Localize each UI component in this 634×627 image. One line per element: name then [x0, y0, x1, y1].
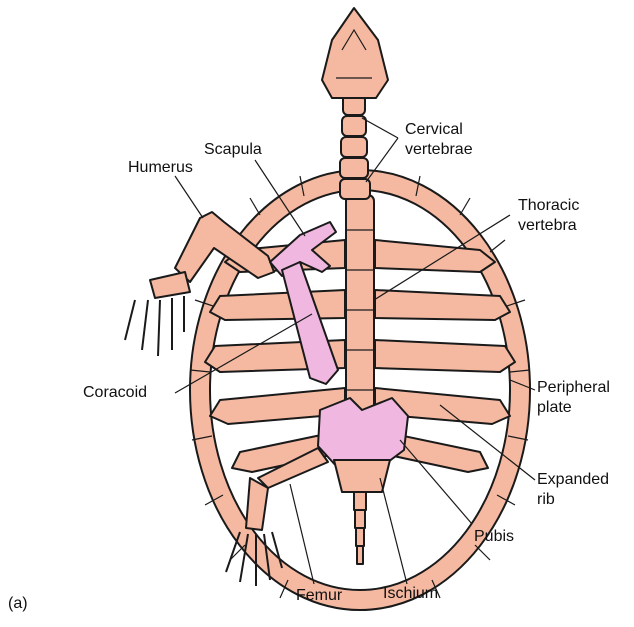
rib-right-3: [375, 340, 515, 372]
panel-label: (a): [8, 595, 28, 612]
label-coracoid: Coracoid: [83, 384, 147, 401]
label-scapula: Scapula: [204, 141, 262, 158]
label-thoracic: Thoracic vertebra: [518, 197, 579, 234]
svg-text:Expanded: Expanded: [537, 471, 609, 488]
label-humerus: Humerus: [128, 159, 193, 176]
svg-text:vertebrae: vertebrae: [405, 141, 473, 158]
label-peripheral: Peripheral plate: [537, 379, 610, 416]
leader-cervical: [362, 118, 398, 138]
cervical-vertebrae: [340, 95, 370, 199]
ischium: [334, 460, 390, 492]
label-femur: Femur: [296, 587, 343, 604]
label-expanded-rib: Expanded rib: [537, 471, 609, 508]
hand-bones: [125, 272, 190, 356]
svg-text:plate: plate: [537, 399, 572, 416]
label-pubis: Pubis: [474, 528, 514, 545]
label-cervical: Cervical vertebrae: [405, 121, 473, 158]
svg-text:vertebra: vertebra: [518, 217, 577, 234]
svg-text:Thoracic: Thoracic: [518, 197, 579, 214]
leader-humerus: [175, 176, 203, 218]
label-ischium: Ischium: [383, 585, 438, 602]
skull: [322, 8, 388, 98]
svg-text:Cervical: Cervical: [405, 121, 463, 138]
svg-text:Peripheral: Peripheral: [537, 379, 610, 396]
svg-text:rib: rib: [537, 491, 555, 508]
